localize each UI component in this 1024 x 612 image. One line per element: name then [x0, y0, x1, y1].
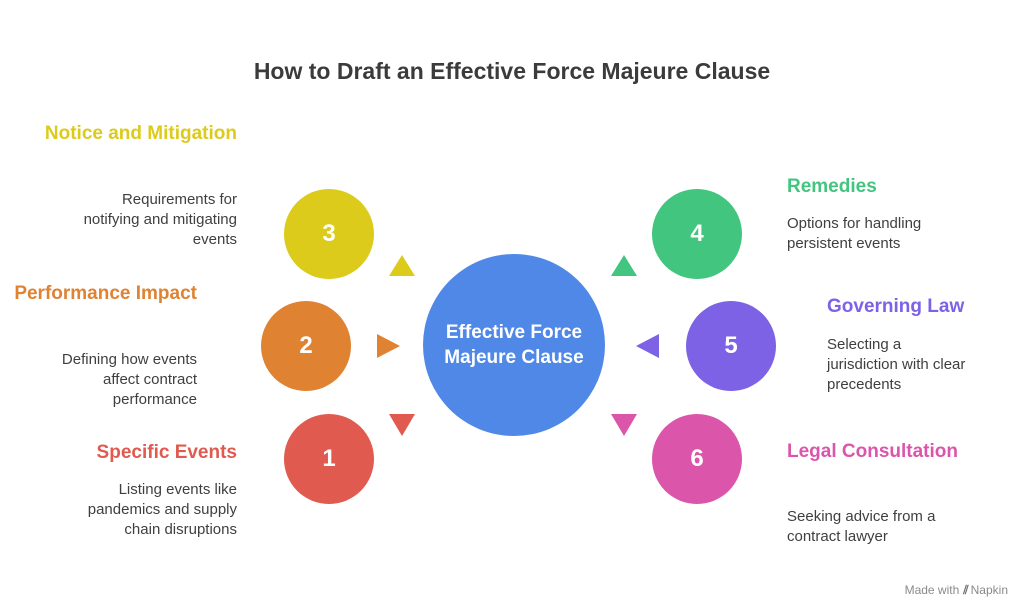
step-heading-4: Remedies	[787, 176, 877, 197]
step-description-4: Options for handling persistent events	[787, 215, 922, 252]
step-number-6: 6	[690, 445, 704, 472]
pointer-triangle-2	[377, 334, 400, 358]
step-number-4: 4	[690, 220, 704, 247]
step-circle-3: 3	[284, 189, 374, 279]
pointer-triangle-4	[611, 255, 637, 276]
step-heading-6: Legal Consultation	[787, 441, 958, 462]
step-description-1: Listing events like pandemics and supply…	[87, 481, 237, 538]
watermark-brand: Napkin	[970, 583, 1008, 597]
step-circle-1: 1	[284, 414, 374, 504]
napkin-logo-icon: ⫽	[963, 583, 969, 597]
step-heading-5: Governing Law	[827, 296, 965, 317]
watermark-prefix: Made with	[904, 583, 960, 597]
made-with-napkin-watermark[interactable]: Made with⫽Napkin	[905, 583, 1008, 598]
step-number-1: 1	[322, 445, 336, 472]
step-circle-5: 5	[686, 301, 776, 391]
step-circle-2: 2	[261, 301, 351, 391]
step-heading-2: Performance Impact	[14, 283, 197, 304]
step-number-5: 5	[724, 332, 738, 359]
step-heading-1: Specific Events	[96, 442, 237, 463]
pointer-triangle-1	[389, 414, 415, 436]
center-label: Effective Force Majeure Clause	[444, 322, 584, 368]
step-circle-4: 4	[652, 189, 742, 279]
step-number-2: 2	[299, 332, 313, 359]
step-description-3: Requirements for notifying and mitigatin…	[83, 191, 237, 248]
pointer-triangle-3	[389, 255, 415, 276]
diagram-title: How to Draft an Effective Force Majeure …	[253, 58, 771, 84]
step-circle-6: 6	[652, 414, 742, 504]
step-description-5: Selecting a jurisdiction with clear prec…	[827, 336, 966, 393]
center-circle: Effective Force Majeure Clause	[423, 254, 605, 436]
step-description-2: Defining how events affect contract perf…	[61, 351, 197, 408]
pointer-triangle-5	[636, 334, 659, 358]
step-number-3: 3	[322, 220, 336, 247]
step-heading-3: Notice and Mitigation	[44, 123, 237, 144]
pointer-triangle-6	[611, 414, 637, 436]
step-description-6: Seeking advice from a contract lawyer	[787, 508, 936, 545]
